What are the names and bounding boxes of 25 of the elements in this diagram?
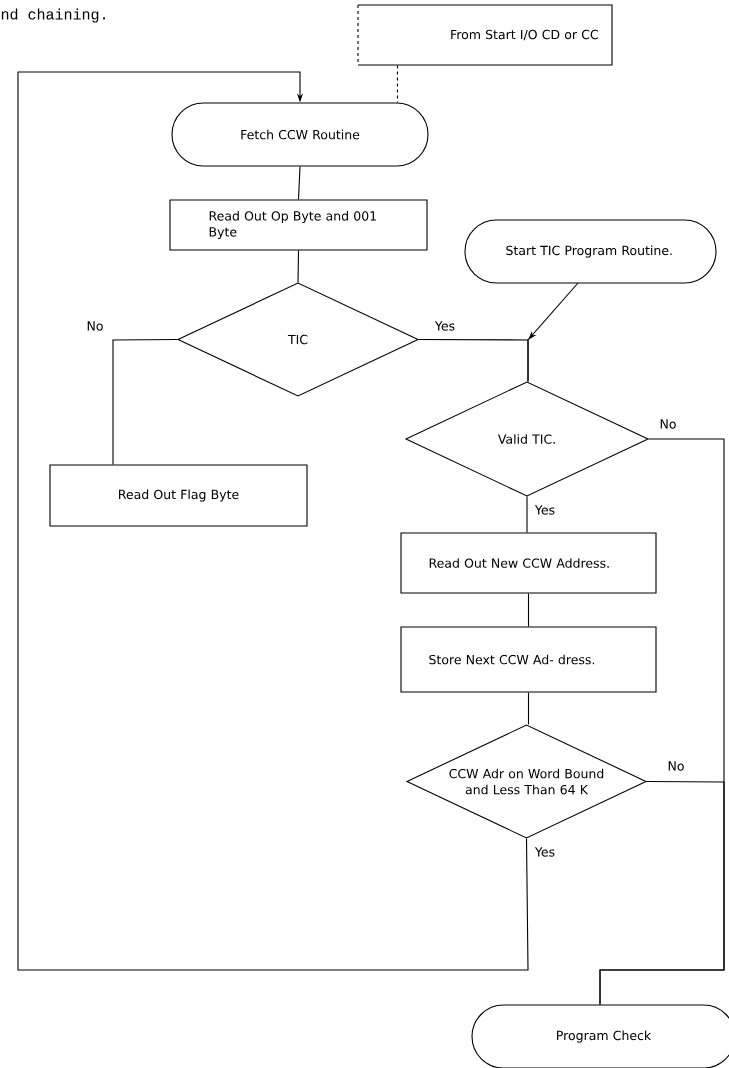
connector-line <box>297 250 300 283</box>
process-box: Read Out Op Byte and 001 Byte <box>169 199 428 251</box>
process-box: From Start I/O CD or CC <box>357 4 613 66</box>
terminal-box: Start TIC Program Routine. <box>464 219 717 284</box>
connector-line <box>112 338 178 465</box>
edge-label: Yes <box>533 846 557 858</box>
connector-line <box>297 166 301 200</box>
arrow <box>17 71 529 971</box>
connector-line <box>527 593 530 627</box>
terminal-box: Fetch CCW Routine <box>171 102 429 167</box>
process-box: Store Next CCW Ad- dress. <box>400 626 657 693</box>
heading-fragment: nd chaining. <box>1 8 105 23</box>
edge-label: No <box>658 418 678 430</box>
connector-line <box>526 496 528 533</box>
edge-label: No <box>85 320 105 332</box>
connector-line <box>599 780 725 1005</box>
edge-label: Yes <box>533 504 557 516</box>
process-box: Read Out New CCW Address. <box>400 532 657 594</box>
connector-line <box>527 692 530 725</box>
process-box: Read Out Flag Byte <box>49 464 308 527</box>
terminal-box: Program Check <box>471 1004 729 1068</box>
edge-label: Yes <box>433 320 457 332</box>
edge-label: No <box>666 760 686 772</box>
arrow <box>527 282 579 382</box>
connector-line <box>396 65 398 103</box>
